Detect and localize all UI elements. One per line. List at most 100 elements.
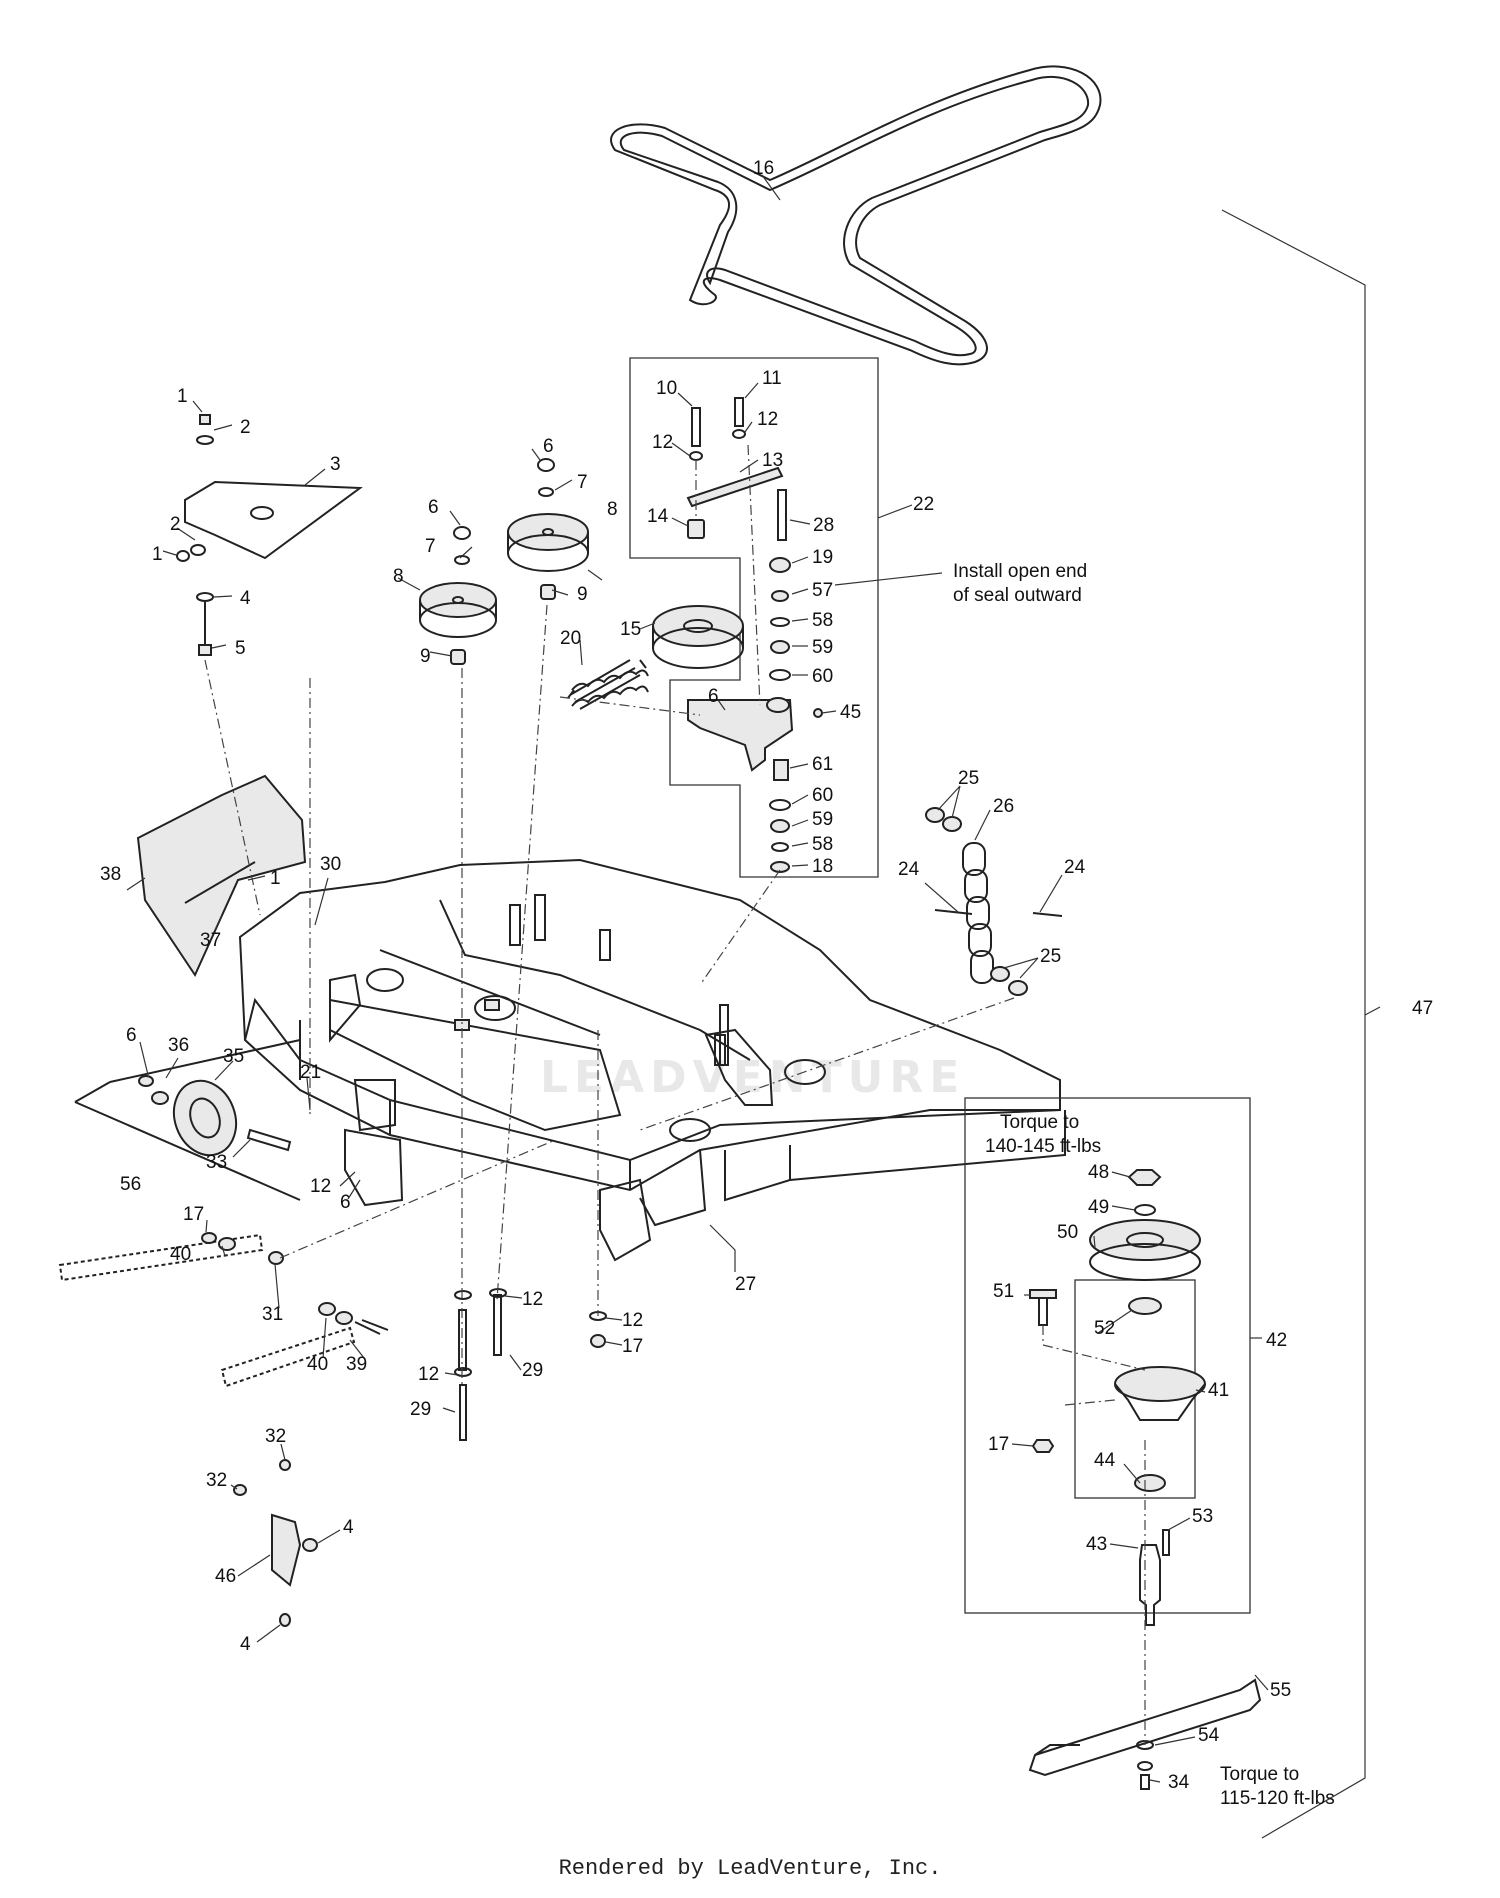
callout: 58 xyxy=(812,834,833,855)
callout: 31 xyxy=(262,1304,283,1325)
gauge-wheel xyxy=(74,1039,301,1201)
footer-credit: Rendered by LeadVenture, Inc. xyxy=(558,1856,942,1881)
callout: 35 xyxy=(223,1046,244,1067)
callout: 37 xyxy=(200,930,221,951)
blade xyxy=(1028,1678,1262,1790)
callout: 24 xyxy=(898,859,920,880)
pulley-right xyxy=(507,458,589,600)
callout: 38 xyxy=(100,864,121,885)
callout: 6 xyxy=(428,497,439,518)
callout: 6 xyxy=(708,686,719,707)
group-brace xyxy=(1221,209,1366,1839)
callout: 34 xyxy=(1168,1772,1190,1793)
callouts: 16 1 2 3 2 1 4 5 6 7 8 9 6 7 8 9 10 11 1… xyxy=(100,158,1433,1793)
callout: 17 xyxy=(622,1336,643,1357)
callout: 28 xyxy=(813,515,834,536)
callout: 40 xyxy=(170,1244,191,1265)
callout: 5 xyxy=(235,638,246,659)
callout: 12 xyxy=(418,1364,439,1385)
callout: 42 xyxy=(1266,1330,1287,1351)
callout: 7 xyxy=(425,536,436,557)
deck-shell xyxy=(238,858,1066,1262)
callout: 16 xyxy=(753,158,774,179)
callout: 51 xyxy=(993,1281,1014,1302)
callout: 32 xyxy=(265,1426,286,1447)
callout: 13 xyxy=(762,450,783,471)
callout: 54 xyxy=(1198,1725,1220,1746)
callout: 10 xyxy=(656,378,677,399)
baffle-plate xyxy=(176,414,363,656)
callout: 17 xyxy=(988,1434,1009,1455)
callout: 15 xyxy=(620,619,641,640)
callout: 25 xyxy=(1040,946,1061,967)
callout: 22 xyxy=(913,494,934,515)
callout: 58 xyxy=(812,610,833,631)
callout: 18 xyxy=(812,856,833,877)
callout: 9 xyxy=(420,646,431,667)
callout: 57 xyxy=(812,580,833,601)
callout: 52 xyxy=(1094,1318,1115,1339)
callout: 1 xyxy=(177,386,188,407)
callout: 43 xyxy=(1086,1534,1107,1555)
spindle-parts xyxy=(1029,1169,1206,1626)
callout: 14 xyxy=(647,506,669,527)
callout: 1 xyxy=(152,544,163,565)
seal-note-line2: of seal outward xyxy=(953,585,1082,606)
spring xyxy=(567,659,649,710)
callout: 36 xyxy=(168,1035,189,1056)
callout: 56 xyxy=(120,1174,141,1195)
callout: 61 xyxy=(812,754,833,775)
callout: 2 xyxy=(240,417,251,438)
callout: 44 xyxy=(1094,1450,1116,1471)
callout: 9 xyxy=(577,584,588,605)
callout: 12 xyxy=(622,1310,643,1331)
idler-assembly-box xyxy=(629,357,879,878)
callout: 4 xyxy=(240,588,251,609)
callout: 19 xyxy=(812,547,833,568)
callout: 59 xyxy=(812,637,833,658)
torque-note-bottom-line2: 115-120 ft-lbs xyxy=(1220,1788,1335,1809)
callout: 47 xyxy=(1412,998,1433,1019)
notes: Install open end of seal outward Torque … xyxy=(953,561,1335,1809)
rear-shield xyxy=(136,774,307,978)
callout: 8 xyxy=(393,566,404,587)
callout: 26 xyxy=(993,796,1014,817)
callout: 12 xyxy=(310,1176,331,1197)
callout: 12 xyxy=(652,432,673,453)
callout: 55 xyxy=(1270,1680,1291,1701)
callout: 11 xyxy=(762,368,782,389)
callout: 3 xyxy=(330,454,341,475)
belt xyxy=(610,65,1102,366)
callout: 20 xyxy=(560,628,581,649)
roller-arms xyxy=(58,1232,389,1388)
idler-parts xyxy=(652,397,823,873)
deflector-bracket xyxy=(233,1459,318,1627)
callout: 60 xyxy=(812,666,833,687)
callout: 33 xyxy=(206,1152,227,1173)
callout: 40 xyxy=(307,1354,328,1375)
leader-lines xyxy=(126,174,1381,1783)
callout: 50 xyxy=(1057,1222,1078,1243)
torque-note-top-line2: 140-145 ft-lbs xyxy=(985,1136,1101,1157)
callout: 39 xyxy=(346,1354,367,1375)
callout: 25 xyxy=(958,768,979,789)
callout: 29 xyxy=(410,1399,431,1420)
callout: 48 xyxy=(1088,1162,1109,1183)
callout: 60 xyxy=(812,785,833,806)
callout: 53 xyxy=(1192,1506,1213,1527)
callout: 4 xyxy=(343,1517,354,1538)
callout: 29 xyxy=(522,1360,543,1381)
callout: 4 xyxy=(240,1634,251,1655)
callout: 46 xyxy=(215,1566,236,1587)
callout: 7 xyxy=(577,472,588,493)
torque-note-top-line1: Torque to xyxy=(1000,1112,1079,1133)
pulley-left xyxy=(419,526,497,665)
callout: 24 xyxy=(1064,857,1086,878)
callout: 41 xyxy=(1208,1380,1229,1401)
callout: 6 xyxy=(126,1025,137,1046)
callout: 21 xyxy=(300,1062,321,1083)
callout: 2 xyxy=(170,514,181,535)
callout: 49 xyxy=(1088,1197,1109,1218)
callout: 12 xyxy=(522,1289,543,1310)
